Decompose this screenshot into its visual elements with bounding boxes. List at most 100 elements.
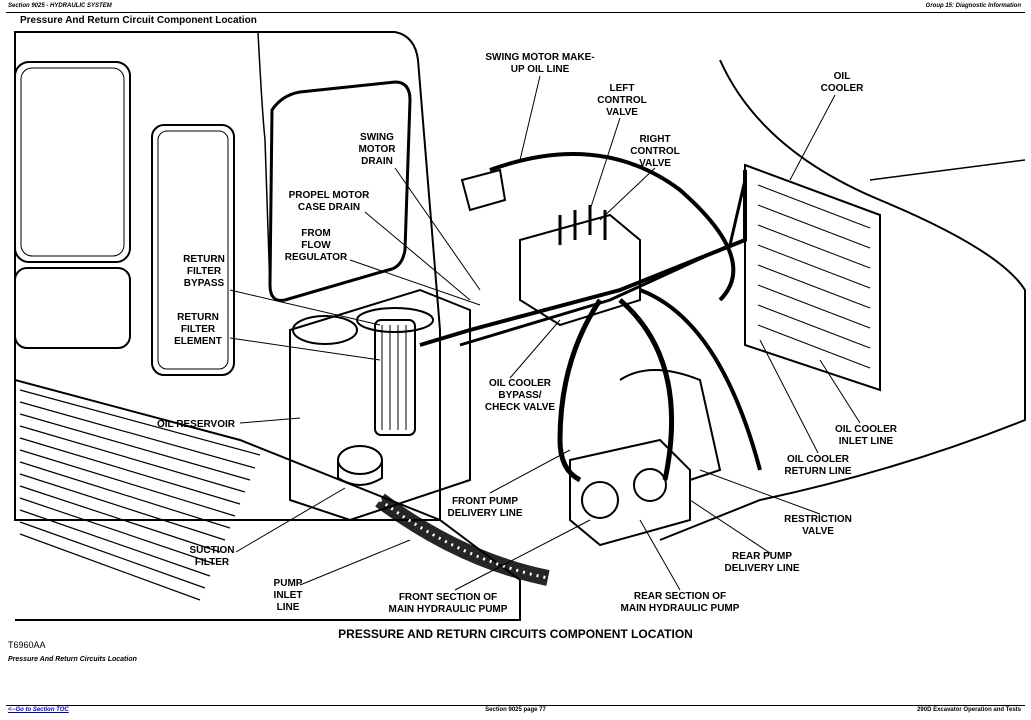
label-front-delivery-1: FRONT PUMP — [452, 496, 518, 507]
label-front-section-1: FRONT SECTION OF — [399, 592, 497, 603]
cooler-inlet-tube — [419, 170, 747, 347]
label-swing-drain-2: MOTOR — [358, 144, 396, 155]
label-from-flow-2: FLOW — [301, 240, 331, 251]
label-front-delivery-2: DELIVERY LINE — [447, 508, 522, 519]
label-suction-filter-1: SUCTION — [190, 545, 235, 556]
oil-cooler — [744, 163, 881, 392]
label-return-element-3: ELEMENT — [174, 336, 222, 347]
cab-outline — [14, 31, 441, 521]
page-number: Section 9025 page 77 — [485, 707, 546, 713]
reservoir-cap — [292, 315, 358, 345]
leader-lines — [229, 75, 861, 591]
footer-rule — [6, 705, 1025, 706]
label-cooler-bypass-1: OIL COOLER — [489, 378, 552, 389]
label-swing-makeup-2: UP OIL LINE — [511, 64, 570, 75]
suction-filter — [337, 445, 383, 475]
label-swing-drain-3: DRAIN — [361, 156, 393, 167]
swing-makeup-line — [489, 152, 736, 302]
figure-caption: PRESSURE AND RETURN CIRCUITS COMPONENT L… — [338, 627, 693, 641]
label-return-bypass-1: RETURN — [183, 254, 225, 265]
oil-reservoir — [289, 288, 471, 522]
group-header: Group 15: Diagnostic Information — [925, 3, 1021, 9]
label-right-control-2: CONTROL — [630, 146, 679, 157]
section-header: Section 9025 - HYDRAULIC SYSTEM — [8, 3, 112, 9]
track-outline — [14, 379, 521, 621]
cab-window-left — [14, 61, 131, 263]
label-pump-inlet-3: LINE — [277, 602, 300, 613]
cab-divider — [257, 31, 271, 291]
deck-outline — [659, 59, 1026, 541]
main-hydraulic-pump — [569, 438, 691, 547]
label-pump-inlet-2: INLET — [274, 590, 303, 601]
cab-window-left-lower — [14, 267, 131, 349]
figure-id: T6960AA — [8, 640, 46, 650]
track-shoes — [19, 389, 261, 601]
label-propel-drain-2: CASE DRAIN — [298, 202, 360, 213]
label-left-control-3: VALVE — [606, 107, 638, 118]
label-rear-delivery-2: DELIVERY LINE — [724, 563, 799, 574]
label-pump-inlet-1: PUMP — [274, 578, 303, 589]
label-return-bypass-3: BYPASS — [184, 278, 225, 289]
label-front-section-2: MAIN HYDRAULIC PUMP — [389, 604, 508, 615]
pump-inlet-hose — [375, 493, 550, 586]
label-left-control-2: CONTROL — [597, 95, 646, 106]
label-cooler-return-2: RETURN LINE — [784, 466, 852, 477]
label-cooler-inlet-1: OIL COOLER — [835, 424, 898, 435]
label-cooler-return-1: OIL COOLER — [787, 454, 850, 465]
manual-title: 290D Excavator Operation and Tests — [917, 707, 1021, 713]
label-cooler-inlet-2: INLET LINE — [839, 436, 894, 447]
rear-pump-delivery-line — [618, 298, 675, 481]
label-from-flow-3: REGULATOR — [285, 252, 348, 263]
label-swing-drain-1: SWING — [360, 132, 394, 143]
label-swing-makeup-1: SWING MOTOR MAKE- — [485, 52, 594, 63]
label-return-element-1: RETURN — [177, 312, 219, 323]
swing-motor-fitting — [460, 168, 507, 212]
go-to-section-toc-link[interactable]: <--Go to Section TOC — [8, 707, 69, 713]
label-return-bypass-2: FILTER — [187, 266, 222, 277]
label-cooler-bypass-2: BYPASS/ — [498, 390, 541, 401]
label-restriction-2: VALVE — [802, 526, 834, 537]
label-oil-cooler-1: OIL — [834, 71, 851, 82]
label-suction-filter-2: FILTER — [195, 557, 230, 568]
label-from-flow-1: FROM — [301, 228, 330, 239]
return-filter-element — [374, 319, 416, 436]
label-rear-section-1: REAR SECTION OF — [634, 591, 726, 602]
label-right-control-1: RIGHT — [639, 134, 670, 145]
label-rear-section-2: MAIN HYDRAULIC PUMP — [621, 603, 740, 614]
label-rear-delivery-1: REAR PUMP — [732, 551, 792, 562]
label-restriction-1: RESTRICTION — [784, 514, 852, 525]
label-left-control-1: LEFT — [610, 83, 635, 94]
label-cooler-bypass-3: CHECK VALVE — [485, 402, 556, 413]
label-swing-makeup: SWING MOTOR MAKE-UP OIL LINE — [485, 52, 594, 75]
page-title: Pressure And Return Circuit Component Lo… — [20, 15, 257, 26]
front-pump-delivery-line — [557, 298, 603, 483]
cab-window-door — [151, 124, 235, 376]
control-valve-block — [519, 213, 641, 327]
header-rule — [6, 12, 1025, 13]
label-propel-drain-1: PROPEL MOTOR — [289, 190, 371, 201]
label-right-control-3: VALVE — [639, 158, 671, 169]
pump-drive-housing — [619, 369, 722, 481]
cooler-return-line — [639, 288, 762, 471]
label-oil-cooler-2: COOLER — [821, 83, 865, 94]
sub-caption: Pressure And Return Circuits Location — [8, 656, 137, 663]
